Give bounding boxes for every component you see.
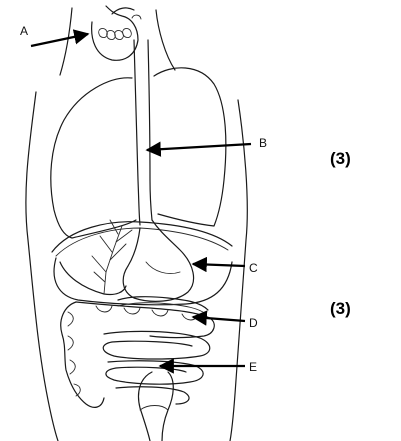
label-a: A xyxy=(20,24,28,38)
arrow-c xyxy=(193,264,245,266)
arrow-d xyxy=(193,317,245,321)
label-e: E xyxy=(249,360,257,374)
mouth-salivary-structure xyxy=(92,6,141,60)
diaphragm xyxy=(52,222,232,256)
esophagus xyxy=(134,40,152,225)
rectum-anus xyxy=(139,372,174,441)
lungs xyxy=(51,68,226,238)
arrow-b xyxy=(147,144,251,150)
label-b: B xyxy=(259,136,267,150)
marks-top: (3) xyxy=(330,149,351,168)
small-intestine xyxy=(103,331,210,404)
label-arrows xyxy=(31,34,251,366)
stomach xyxy=(123,220,193,301)
label-c: C xyxy=(249,261,258,275)
large-intestine xyxy=(61,302,214,407)
label-d: D xyxy=(249,316,258,330)
marks-bottom: (3) xyxy=(330,299,351,318)
liver-bile-ducts xyxy=(60,220,132,295)
arrow-a xyxy=(31,34,88,46)
